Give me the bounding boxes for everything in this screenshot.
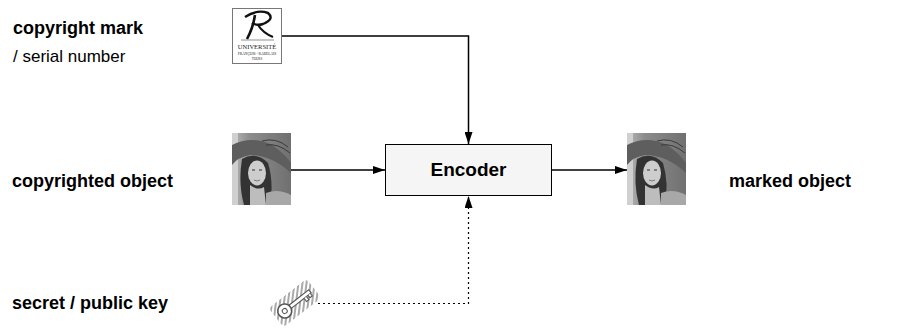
process-label: Encoder [430,159,506,181]
input-sublabel: / serial number [13,47,125,67]
logo-text: FRANÇOIS - RABELAIS [233,53,281,57]
monogram-bowl [245,12,271,25]
image-box: copyrighted object [232,133,291,205]
output-label: marked object [729,171,851,192]
monogram-leg [258,25,273,37]
marked-photo [627,133,686,205]
process-box: Encoder [385,144,552,196]
key-hole [281,307,288,314]
input-label: copyright mark [13,18,143,39]
flow-arrow [291,169,385,171]
flow-arrow [552,169,627,171]
input-label: secret / public key [12,293,168,314]
key-box: secret / public key [273,277,318,330]
key-hatching [269,279,322,327]
key-icon [269,279,322,327]
monogram-stem [247,15,255,39]
logo-text: UNIVERSITÉ [233,44,281,51]
input-label: copyrighted object [12,171,173,192]
key-teeth [304,293,313,301]
logo-monogram [241,12,274,40]
logo-box: copyright mark/ serial numberUNIVERSITÉF… [232,8,282,64]
monogram-rule [241,40,274,41]
dotted-arrow [318,196,469,304]
logo-text: TOURS [233,58,281,61]
image-box: marked object [627,133,686,205]
original-photo [232,133,291,205]
flow-arrow [282,36,469,144]
